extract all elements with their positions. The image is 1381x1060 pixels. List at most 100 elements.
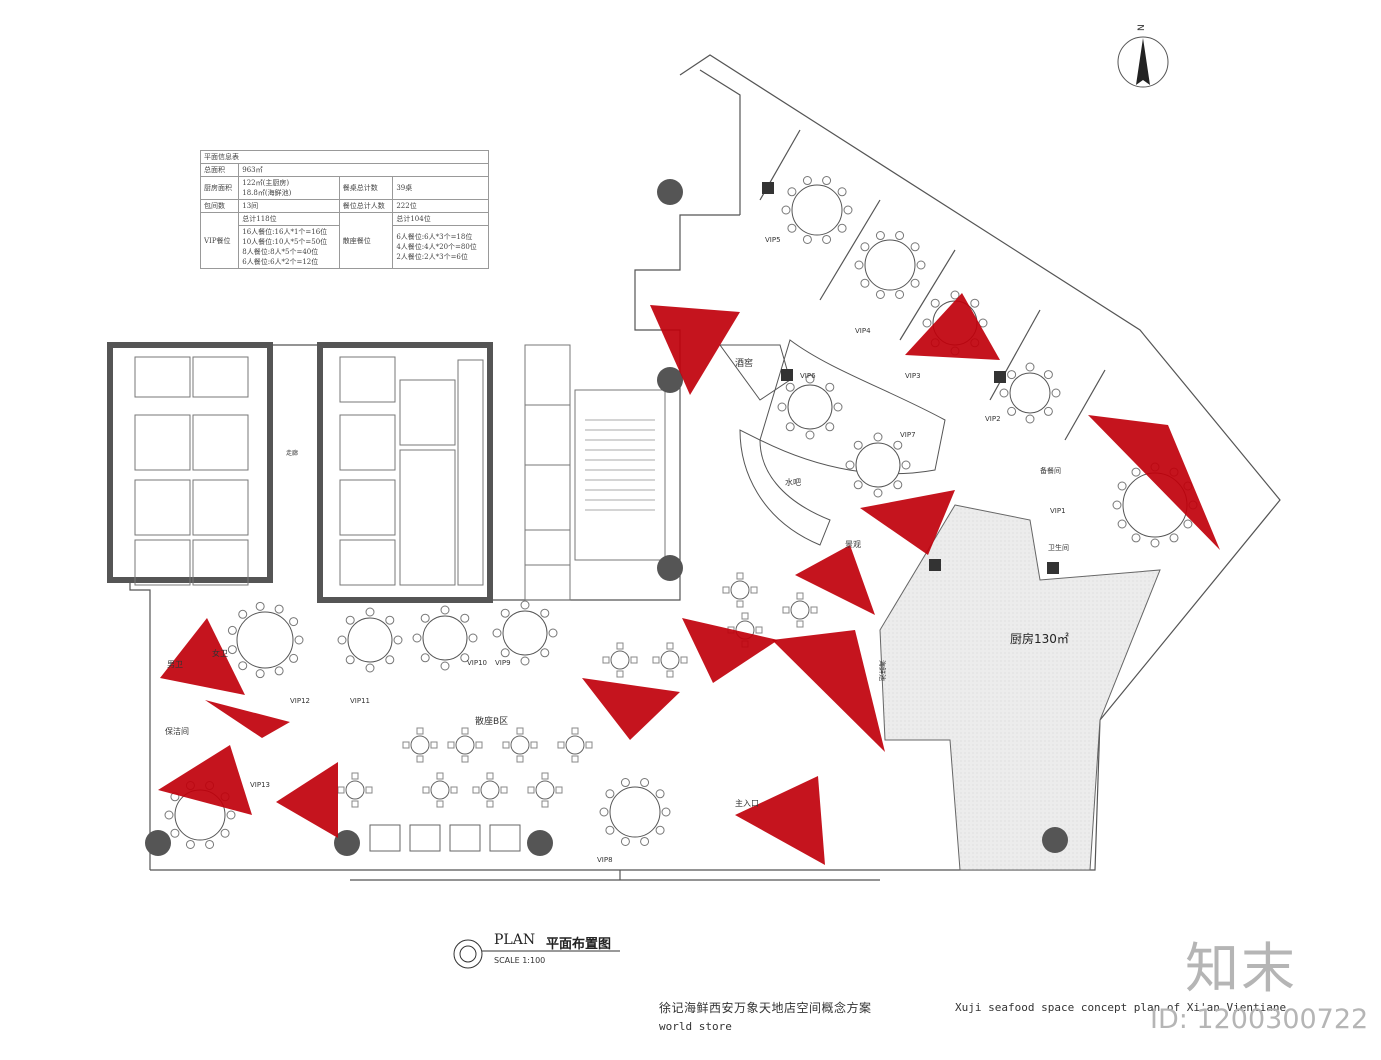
small-table [557, 727, 593, 763]
male-wc-label: 男卫 [167, 660, 183, 669]
north-label: N [1137, 24, 1147, 31]
wine-cellar-label: 酒窖 [735, 357, 753, 369]
round-table [845, 432, 911, 498]
north-arrow: N [1117, 24, 1169, 88]
vip-seat-header: VIP餐位 [199, 212, 240, 269]
elevator-block-left [107, 342, 273, 586]
square-column [1047, 562, 1059, 574]
toilet-label: 卫生间 [1048, 543, 1069, 552]
room-count-value: 13间 [238, 199, 340, 213]
main-entrance-label: 主入口 [735, 798, 759, 808]
total-area-value: 963㎡ [238, 163, 489, 177]
round-table [777, 374, 843, 440]
room-count-label: 包间数 [199, 199, 240, 213]
watermark-id: ID: 1200300722 [1150, 1004, 1369, 1035]
round-table [337, 607, 403, 673]
service-rooms [524, 344, 666, 601]
hall-b-label: 散座B区 [475, 715, 508, 727]
booth-seat [489, 824, 521, 852]
round-table [227, 601, 304, 679]
camera-view-cone [772, 630, 885, 752]
caption-english-line2: world store [659, 1020, 732, 1033]
hall-line: 2人餐位:2人*3个=6位 [396, 253, 468, 261]
caption-chinese: 徐记海鲜西安万象天地店空间概念方案 [659, 1001, 872, 1015]
kitchen-area-value: 122㎡(主厨房) 18.8㎡(海鲜池) [238, 176, 340, 200]
seat-count-label: 餐位总计人数 [338, 199, 394, 213]
vip-line: 10人餐位:10人*5个=50位 [242, 238, 328, 246]
kitchen-area-main: 122㎡(主厨房) [242, 179, 290, 187]
info-table-title: 平面信息表 [200, 150, 489, 164]
camera-view-cone [682, 618, 778, 683]
square-column [781, 369, 793, 381]
vip-seat-lines: 16人餐位:16人*1个=16位 10人餐位:10人*5个=50位 8人餐位:8… [238, 225, 340, 269]
caption-english: Xuji seafood space concept plan of Xi'an… [955, 1001, 1287, 1014]
booth-seat [449, 824, 481, 852]
round-table [599, 778, 671, 846]
camera-view-cone [160, 618, 245, 695]
small-table [602, 642, 638, 678]
small-table [502, 727, 538, 763]
room-vip2-label: VIP2 [985, 415, 1001, 423]
prep-room-label: 备餐间 [1040, 466, 1061, 475]
table-count-value: 39桌 [392, 176, 489, 200]
camera-view-cone [860, 490, 955, 555]
hall-seat-total: 总计104位 [392, 212, 489, 226]
structural-column [334, 830, 360, 856]
round-table [854, 231, 926, 299]
plan-scale: SCALE 1:100 [494, 956, 546, 965]
camera-view-cone [735, 776, 825, 865]
square-column [762, 182, 774, 194]
room-vip3-label: VIP3 [905, 372, 921, 380]
kitchen-area-seafood: 18.8㎡(海鲜池) [242, 189, 292, 197]
camera-view-cone [582, 678, 680, 740]
structural-column [657, 367, 683, 393]
small-table [722, 572, 758, 608]
round-table [999, 362, 1061, 424]
round-table [781, 176, 853, 244]
camera-view-cone [158, 745, 252, 815]
room-vip5-label: VIP5 [765, 236, 781, 244]
camera-view-cone [205, 700, 290, 738]
room-vip1-label: VIP1 [1050, 507, 1066, 515]
hall-seat-header: 散座餐位 [338, 212, 394, 269]
square-column [994, 371, 1006, 383]
total-area-label: 总面积 [199, 163, 240, 177]
hall-line: 6人餐位:6人*3个=18位 [396, 233, 473, 241]
round-table [412, 605, 478, 671]
camera-view-cone [795, 545, 875, 615]
room-vip7-label: VIP7 [900, 431, 916, 439]
seat-count-value: 222位 [392, 199, 489, 213]
small-table [447, 727, 483, 763]
kitchen-area-label: 厨房面积 [199, 176, 240, 200]
bar-label: 水吧 [785, 477, 801, 487]
west-wing [129, 214, 880, 881]
corridor-label: 走廊 [286, 449, 298, 457]
room-vip13-label: VIP13 [250, 781, 270, 789]
structural-column [527, 830, 553, 856]
small-table [472, 772, 508, 808]
room-vip8-label: VIP8 [597, 856, 613, 864]
structural-column [145, 830, 171, 856]
kitchen-area [879, 504, 1161, 871]
camera-view-cone [1088, 415, 1220, 550]
vip-seat-total: 总计118位 [238, 212, 340, 226]
vip-line: 6人餐位:6人*2个=12位 [242, 258, 319, 266]
elevator-block-right [317, 342, 493, 603]
plan-label: 平面布置图 [546, 937, 612, 952]
plan-title: PLAN [494, 932, 536, 948]
room-vip4-label: VIP4 [855, 327, 871, 335]
vip-line: 8人餐位:8人*5个=40位 [242, 248, 319, 256]
room-vip10-label: VIP10 [467, 659, 487, 667]
round-table [492, 600, 558, 666]
columns [145, 179, 1068, 856]
structural-column [1042, 827, 1068, 853]
kitchen-label: 厨房130㎡ [1010, 631, 1069, 646]
camera-view-cone [650, 305, 740, 395]
structural-column [657, 555, 683, 581]
booth-seat [369, 824, 401, 852]
vip-line: 16人餐位:16人*1个=16位 [242, 228, 328, 236]
structural-column [657, 179, 683, 205]
square-column [929, 559, 941, 571]
seafood-pool-label: 海鲜池 [878, 660, 887, 681]
